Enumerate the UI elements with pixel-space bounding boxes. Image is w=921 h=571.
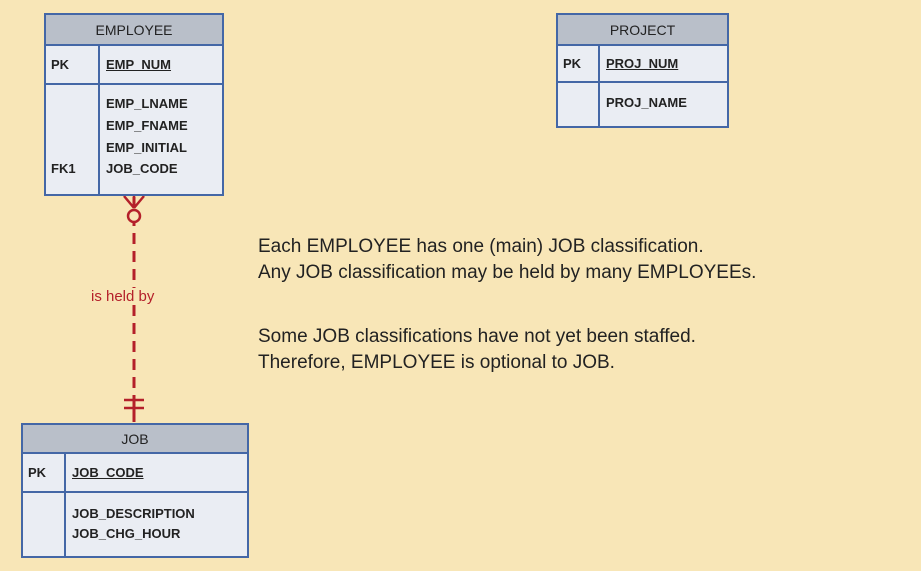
- key-column: PK: [23, 454, 66, 491]
- attributes-row: FK1 EMP_LNAME EMP_FNAME EMP_INITIAL JOB_…: [46, 85, 222, 194]
- entity-title: PROJECT: [558, 15, 727, 46]
- job-entity: JOB PK JOB_CODE JOB_DESCRIPTION JOB_CHG_…: [21, 423, 249, 558]
- key-column: [558, 83, 600, 126]
- pk-label: PK: [51, 57, 70, 72]
- fk-label: FK1: [51, 161, 76, 176]
- foreign-key-attribute: JOB_CODE: [106, 161, 178, 176]
- employee-entity: EMPLOYEE PK EMP_NUM FK1 EMP_LNAME EMP_FN…: [44, 13, 224, 196]
- relationship-label: is held by: [89, 288, 157, 305]
- attribute: EMP_FNAME: [106, 118, 188, 133]
- attribute-column: PROJ_NAME: [600, 83, 727, 126]
- entity-title: EMPLOYEE: [46, 15, 222, 46]
- project-entity: PROJECT PK PROJ_NUM PROJ_NAME: [556, 13, 729, 128]
- attribute: JOB_DESCRIPTION: [72, 506, 195, 521]
- key-column: PK: [46, 46, 100, 83]
- attribute-column: JOB_CODE: [66, 454, 247, 491]
- attributes-row: JOB_DESCRIPTION JOB_CHG_HOUR: [23, 493, 247, 556]
- mandatory-one-symbol: [124, 395, 144, 422]
- pk-attribute: EMP_NUM: [106, 57, 172, 72]
- attribute-column: EMP_NUM: [100, 46, 222, 83]
- primary-key-row: PK PROJ_NUM: [558, 46, 727, 83]
- crows-foot-many-symbol: [123, 195, 145, 209]
- pk-attribute: PROJ_NUM: [606, 56, 679, 71]
- pk-attribute: JOB_CODE: [72, 465, 144, 480]
- attribute: EMP_INITIAL: [106, 140, 187, 155]
- description-line: Any JOB classification may be held by ma…: [258, 262, 757, 283]
- primary-key-row: PK EMP_NUM: [46, 46, 222, 85]
- attribute-column: JOB_DESCRIPTION JOB_CHG_HOUR: [66, 493, 247, 556]
- description-line: Some JOB classifications have not yet be…: [258, 326, 696, 347]
- entity-title: JOB: [23, 425, 247, 454]
- pk-label: PK: [563, 56, 582, 71]
- optional-zero-symbol: [126, 208, 142, 224]
- key-column: PK: [558, 46, 600, 81]
- description-line: Therefore, EMPLOYEE is optional to JOB.: [258, 352, 615, 373]
- key-column: FK1: [46, 85, 100, 194]
- attributes-row: PROJ_NAME: [558, 83, 727, 126]
- attribute: JOB_CHG_HOUR: [72, 526, 181, 541]
- attribute: EMP_LNAME: [106, 96, 188, 111]
- pk-label: PK: [28, 465, 47, 480]
- attribute-column: EMP_LNAME EMP_FNAME EMP_INITIAL JOB_CODE: [100, 85, 222, 194]
- key-column: [23, 493, 66, 556]
- description-line: Each EMPLOYEE has one (main) JOB classif…: [258, 236, 704, 257]
- attribute-column: PROJ_NUM: [600, 46, 727, 81]
- primary-key-row: PK JOB_CODE: [23, 454, 247, 493]
- attribute: PROJ_NAME: [606, 95, 687, 110]
